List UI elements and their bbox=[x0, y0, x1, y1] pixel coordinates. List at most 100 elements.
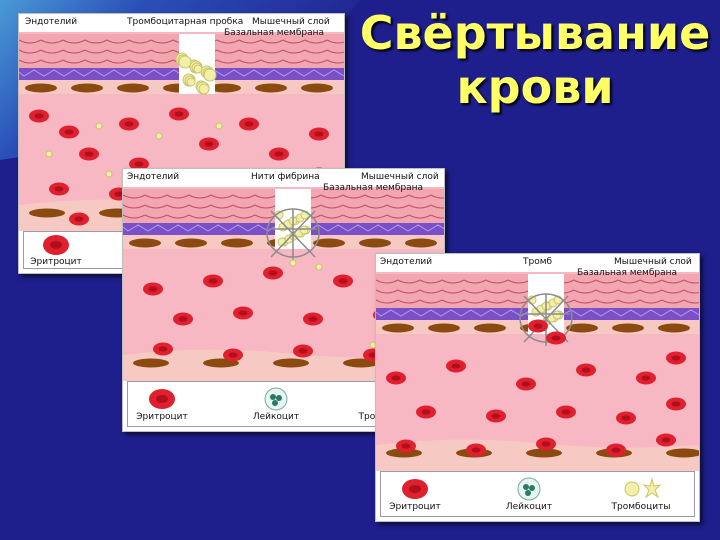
muscle-fiber bbox=[573, 279, 597, 304]
erythrocyte-center bbox=[671, 401, 681, 407]
endothelial-nucleus bbox=[209, 83, 241, 93]
erythrocyte-icon bbox=[402, 479, 428, 499]
endothelial-nucleus bbox=[386, 448, 422, 458]
erythrocyte-center bbox=[551, 335, 561, 341]
muscle-fiber bbox=[661, 279, 685, 304]
erythrocyte-center bbox=[471, 447, 481, 453]
label-muscle-layer: Мышечный слой bbox=[252, 17, 330, 27]
muscle-fiber bbox=[150, 39, 174, 64]
legend-label: Эритроцит bbox=[389, 502, 441, 512]
label-muscle-layer: Мышечный слой bbox=[361, 172, 439, 182]
erythrocyte-center bbox=[533, 323, 543, 329]
erythrocyte-center bbox=[401, 443, 411, 449]
fibrin-mesh bbox=[519, 293, 573, 343]
erythrocyte-center bbox=[611, 447, 621, 453]
muscle-fiber bbox=[216, 39, 240, 64]
muscle-fiber bbox=[326, 39, 344, 64]
fibrin-thread bbox=[269, 209, 317, 261]
muscle-fiber bbox=[320, 194, 344, 219]
endothelial-nucleus bbox=[666, 448, 699, 458]
slide-title: Свёртывание крови bbox=[350, 6, 720, 114]
muscle-fiber bbox=[463, 279, 487, 304]
platelet bbox=[193, 64, 203, 74]
erythrocyte-center bbox=[308, 316, 318, 322]
muscle-fiber bbox=[84, 39, 108, 64]
muscle-fiber bbox=[19, 39, 42, 64]
endothelial-nucleus bbox=[175, 238, 207, 248]
erythrocyte-center bbox=[238, 310, 248, 316]
erythrocyte-center bbox=[274, 151, 284, 157]
platelet bbox=[45, 150, 53, 158]
muscle-fiber bbox=[238, 39, 262, 64]
endothelial-nucleus bbox=[273, 358, 309, 368]
erythrocyte-center bbox=[158, 346, 168, 352]
panel-thrombus: Эндотелий Тромб Мышечный слой Базальная … bbox=[375, 253, 700, 522]
erythrocyte-center bbox=[178, 316, 188, 322]
platelet bbox=[105, 170, 113, 178]
label-basal-membrane: Базальная мембрана bbox=[323, 183, 424, 193]
platelet bbox=[155, 132, 163, 140]
platelet bbox=[215, 122, 223, 130]
muscle-fiber bbox=[62, 39, 86, 64]
endothelial-nucleus bbox=[25, 83, 57, 93]
leukocyte-icon bbox=[264, 387, 288, 411]
erythrocyte-center bbox=[671, 355, 681, 361]
muscle-fiber bbox=[485, 279, 509, 304]
erythrocyte-center bbox=[54, 186, 64, 192]
legend-label: Лейкоцит bbox=[252, 412, 300, 422]
label-endothelium: Эндотелий bbox=[25, 17, 78, 27]
erythrocyte-center bbox=[174, 111, 184, 117]
endothelial-nucleus bbox=[566, 323, 598, 333]
muscle-fiber bbox=[282, 39, 306, 64]
muscle-fiber bbox=[188, 194, 212, 219]
erythrocyte-center bbox=[521, 381, 531, 387]
label-muscle-layer: Мышечный слой bbox=[614, 257, 692, 267]
platelet bbox=[186, 77, 196, 87]
endothelial-nucleus bbox=[405, 238, 437, 248]
legend-item-erythrocyte: Эритроцит bbox=[132, 386, 192, 422]
erythrocyte-center bbox=[391, 375, 401, 381]
erythrocyte-center bbox=[621, 415, 631, 421]
platelet bbox=[299, 225, 309, 235]
erythrocyte-center bbox=[561, 409, 571, 415]
legend-item-leukocyte: Лейкоцит bbox=[499, 476, 559, 512]
endothelial-nucleus bbox=[129, 238, 161, 248]
title-line-1: Свёртывание bbox=[359, 6, 711, 60]
legend-item-erythrocyte: Эритроцит bbox=[26, 232, 86, 268]
platelet-icon bbox=[624, 477, 661, 499]
muscle-fiber bbox=[386, 194, 410, 219]
endothelial-nucleus bbox=[301, 83, 333, 93]
endothelial-nucleus bbox=[359, 238, 391, 248]
endothelial-nucleus bbox=[29, 208, 65, 218]
muscle-fiber bbox=[144, 194, 168, 219]
label-basal-membrane: Базальная мембрана bbox=[577, 268, 678, 278]
muscle-fiber bbox=[639, 279, 663, 304]
legend-label: Эритроцит bbox=[136, 412, 188, 422]
erythrocyte-center bbox=[204, 141, 214, 147]
endothelial-nucleus bbox=[474, 323, 506, 333]
erythrocyte-center bbox=[244, 121, 254, 127]
fibrin-mesh bbox=[266, 208, 320, 258]
erythrocyte-center bbox=[581, 367, 591, 373]
label-thrombus: Тромб bbox=[523, 257, 553, 267]
endothelial-nucleus bbox=[382, 323, 414, 333]
label-platelet-plug: Тромбоцитарная пробка bbox=[127, 17, 244, 27]
erythrocyte-center bbox=[268, 270, 278, 276]
muscle-fiber bbox=[260, 39, 284, 64]
muscle-fiber bbox=[106, 39, 130, 64]
muscle-fiber bbox=[430, 194, 444, 219]
endothelial-nucleus bbox=[221, 238, 253, 248]
muscle-fiber bbox=[342, 194, 366, 219]
muscle-fiber bbox=[683, 279, 699, 304]
muscle-fiber bbox=[304, 39, 328, 64]
erythrocyte-center bbox=[208, 278, 218, 284]
erythrocyte-center bbox=[114, 191, 124, 197]
label-endothelium: Эндотелий bbox=[127, 172, 180, 182]
erythrocyte-icon bbox=[149, 389, 175, 409]
legend-item-erythrocyte: Эритроцит bbox=[385, 476, 445, 512]
muscle-fiber bbox=[595, 279, 619, 304]
erythrocyte-center bbox=[541, 441, 551, 447]
platelet bbox=[178, 55, 192, 69]
erythrocyte-center bbox=[228, 352, 238, 358]
muscle-fiber bbox=[364, 194, 388, 219]
